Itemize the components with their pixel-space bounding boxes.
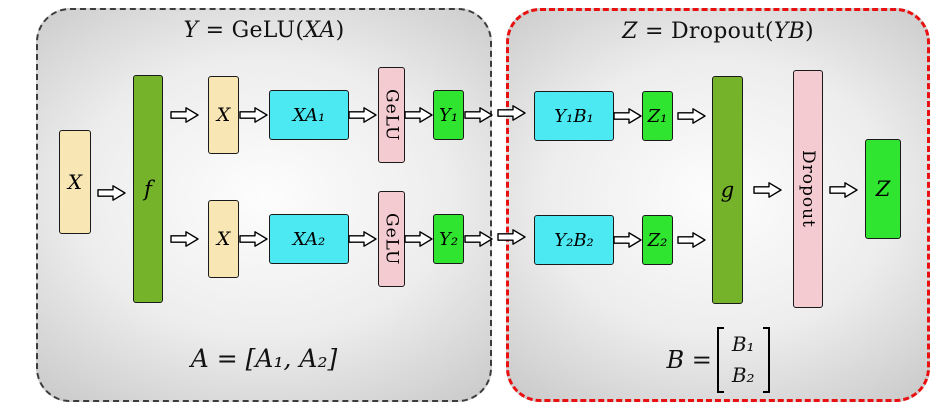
flow-arrow-icon xyxy=(464,107,493,123)
gelu-bottom-label: GeLU xyxy=(381,212,402,266)
flow-arrow-icon xyxy=(677,108,706,124)
z2-box: Z₂ xyxy=(642,215,673,265)
split-f-box: f xyxy=(133,75,163,303)
dropout-label: Dropout xyxy=(798,150,818,228)
gather-g-box: g xyxy=(712,76,743,304)
b2-entry: B₂ xyxy=(731,363,755,387)
y2-output-box: Y₂ xyxy=(433,214,464,264)
flow-arrow-icon xyxy=(404,231,433,247)
xa1-label: XA₁ xyxy=(292,104,326,126)
title-lhs: Y xyxy=(183,18,199,43)
flow-arrow-icon xyxy=(239,107,268,123)
title-close: ) xyxy=(805,19,814,44)
flow-arrow-icon xyxy=(170,107,199,123)
gelu-top-box: GeLU xyxy=(378,67,405,163)
flow-arrow-icon xyxy=(348,107,377,123)
z2-label: Z₂ xyxy=(647,229,668,251)
flow-arrow-icon xyxy=(677,232,706,248)
x-copy-top-label: X xyxy=(216,104,231,126)
weights-b-formula: B = B₁ B₂ xyxy=(509,327,927,393)
gelu-bottom-box: GeLU xyxy=(378,191,405,287)
flow-arrow-icon xyxy=(170,231,199,247)
xa2-matmul-box: XA₂ xyxy=(269,214,349,264)
gather-g-label: g xyxy=(720,178,735,202)
xa2-label: XA₂ xyxy=(292,228,326,250)
flow-arrow-icon xyxy=(829,182,858,198)
y1b1-matmul-box: Y₁B₁ xyxy=(534,91,614,141)
output-z-box: Z xyxy=(865,139,901,239)
dropout-box: Dropout xyxy=(793,70,823,308)
dropout-panel-title: Z = Dropout(YB) xyxy=(509,19,927,44)
output-z-label: Z xyxy=(875,177,891,201)
y1-label: Y₁ xyxy=(438,104,459,126)
title-arg: YB xyxy=(773,19,806,44)
input-x-box: X xyxy=(59,130,91,234)
y1-output-box: Y₁ xyxy=(433,90,464,140)
z1-box: Z₁ xyxy=(642,91,673,141)
z1-label: Z₁ xyxy=(647,105,668,127)
title-mid: = GeLU( xyxy=(198,18,305,43)
flow-arrow-icon xyxy=(239,231,268,247)
flow-arrow-icon xyxy=(404,107,433,123)
flow-arrow-icon xyxy=(613,108,642,124)
flow-arrow-icon xyxy=(497,105,526,121)
x-copy-bottom-label: X xyxy=(216,228,231,250)
gelu-top-label: GeLU xyxy=(381,88,402,142)
x-copy-top-box: X xyxy=(208,76,239,154)
b-formula-lhs: B = xyxy=(666,346,712,374)
flow-arrow-icon xyxy=(464,231,493,247)
dropout-panel: Z = Dropout(YB) Y₁B₁ Z₁ Y₂B₂ Z₂ g Dropou… xyxy=(506,8,930,402)
xa1-matmul-box: XA₁ xyxy=(269,90,349,140)
flow-arrow-icon xyxy=(753,182,782,198)
title-mid: = Dropout( xyxy=(637,19,774,44)
y2-label: Y₂ xyxy=(438,228,459,250)
split-f-label: f xyxy=(144,177,152,201)
title-close: ) xyxy=(335,18,345,43)
y2b2-matmul-box: Y₂B₂ xyxy=(534,215,614,265)
title-arg: XA xyxy=(304,18,336,43)
x-copy-bottom-box: X xyxy=(208,200,239,278)
b-formula-column: B₁ B₂ xyxy=(729,329,758,391)
right-bracket xyxy=(762,327,770,393)
input-x-label: X xyxy=(67,170,83,194)
left-bracket xyxy=(716,327,724,393)
flow-arrow-icon xyxy=(97,185,126,201)
title-lhs: Z xyxy=(622,19,638,44)
flow-arrow-icon xyxy=(497,229,526,245)
y2b2-label: Y₂B₂ xyxy=(554,229,594,251)
gelu-panel: Y = GeLU(XA) X f X XA₁ GeLU Y₁ xyxy=(36,8,493,402)
weights-a-formula: A = [A₁, A₂] xyxy=(190,344,338,373)
flow-arrow-icon xyxy=(613,232,642,248)
gelu-panel-title: Y = GeLU(XA) xyxy=(38,18,490,43)
y1b1-label: Y₁B₁ xyxy=(554,105,594,127)
flow-arrow-icon xyxy=(348,231,377,247)
b1-entry: B₁ xyxy=(731,332,755,356)
